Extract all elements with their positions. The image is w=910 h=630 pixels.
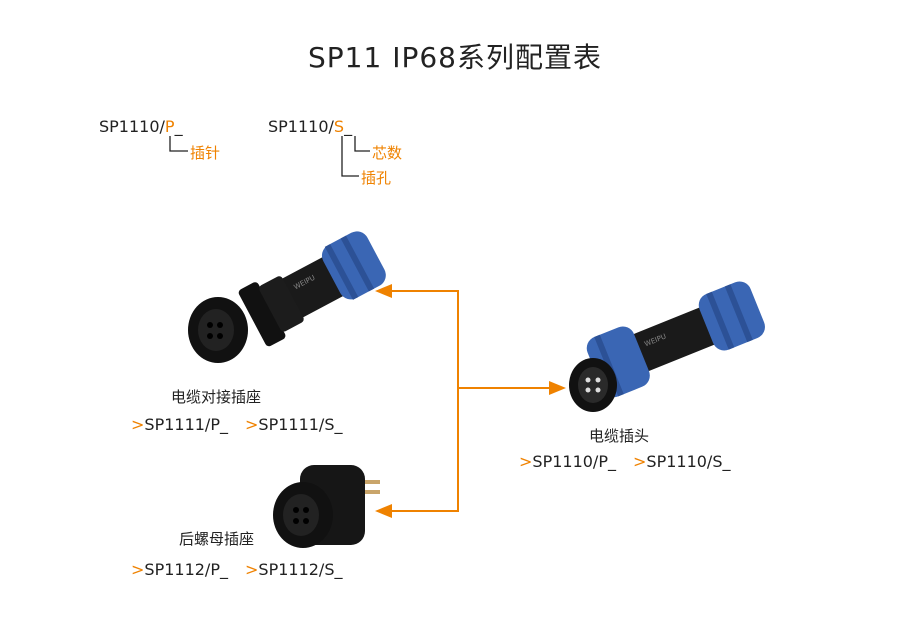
cores-label: 芯数 (372, 144, 403, 162)
legend-brackets (169, 136, 370, 177)
marker: > (131, 560, 145, 579)
rear-nut-socket-image (273, 465, 380, 548)
hole-label: 插孔 (361, 169, 392, 187)
marker: > (131, 415, 145, 434)
code-tail: _ (344, 117, 353, 136)
arrow-left-bottom-icon (375, 504, 392, 518)
pin-code-legend: SP1110/P_ (99, 117, 183, 136)
code-suffix-letter: S (333, 117, 345, 136)
code-prefix: SP1110/ (268, 117, 334, 136)
code-tail: _ (174, 117, 183, 136)
code: SP1111/P_ (144, 415, 228, 434)
product-name-plug: 电缆插头 (589, 427, 650, 445)
arrow-heads (375, 284, 566, 518)
code-suffix-letter: P (164, 117, 175, 136)
pin-label: 插针 (190, 144, 221, 162)
marker: > (245, 560, 259, 579)
product-name-coupler: 电缆对接插座 (171, 388, 262, 406)
marker: > (633, 452, 647, 471)
product-code: >SP1111/S_ (245, 415, 342, 434)
code: SP1110/S_ (646, 452, 731, 471)
code: SP1112/S_ (258, 560, 343, 579)
cable-coupler-image: WEIPU (238, 231, 386, 347)
marker: > (519, 452, 533, 471)
code: SP1110/P_ (532, 452, 616, 471)
product-code: >SP1110/S_ (633, 452, 730, 471)
arrow-left-top-icon (375, 284, 392, 298)
product-code: >SP1112/P_ (131, 560, 228, 579)
product-code: >SP1111/P_ (131, 415, 228, 434)
connection-lines (388, 290, 550, 512)
product-code: >SP1112/S_ (245, 560, 342, 579)
arrow-right-icon (549, 381, 566, 395)
socket-code-legend: SP1110/S_ (268, 117, 352, 136)
page-title: SP11 IP68系列配置表 (308, 41, 602, 74)
marker: > (245, 415, 259, 434)
code: SP1112/P_ (144, 560, 228, 579)
code: SP1111/S_ (258, 415, 343, 434)
product-code: >SP1110/P_ (519, 452, 616, 471)
code-prefix: SP1110/ (99, 117, 165, 136)
product-name-rear-nut: 后螺母插座 (179, 530, 255, 548)
cable-plug-image: WEIPU (586, 281, 765, 398)
